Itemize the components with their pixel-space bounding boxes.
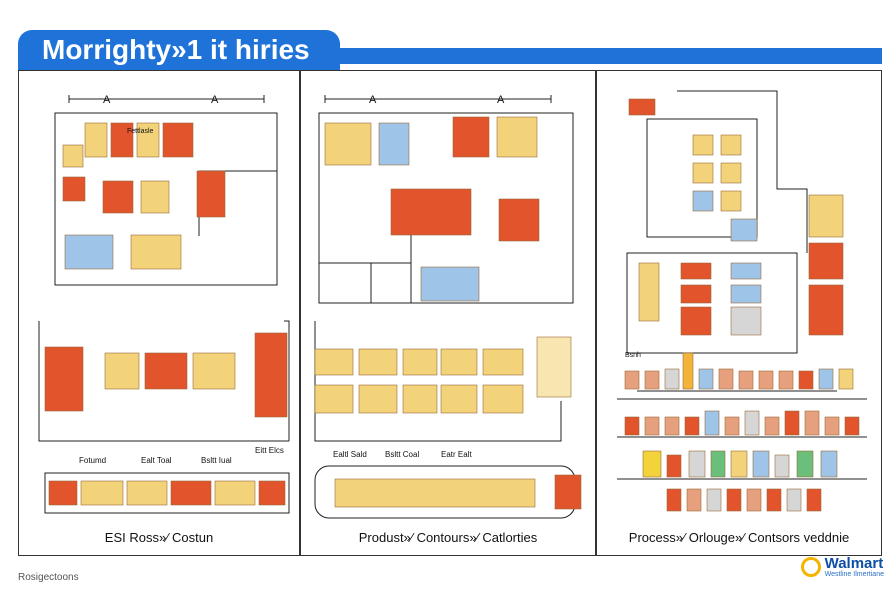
product-packages <box>628 98 844 336</box>
item-label: Ealt Toal <box>141 456 172 465</box>
item-label: Bsltt Iual <box>201 456 232 465</box>
product-packages <box>314 116 582 510</box>
header: Morrighty»1 it hiries <box>18 30 882 70</box>
top-label-a: A <box>211 94 219 106</box>
item-label: Eatr Ealt <box>441 450 472 459</box>
item-label: Fotumd <box>79 456 106 465</box>
top-label-a: A <box>497 94 505 106</box>
can-shelf-row-1 <box>624 352 854 390</box>
floor-plan-2: A A Ealtl Sald Bsltt Coal Eatr Ealt <box>314 94 582 519</box>
panel-store-plan-3: Bsnh Process»⁄ Orlouge»⁄ Contsors veddni… <box>596 70 882 556</box>
brand-logo: Walmart Westline Ilmertiane <box>800 555 884 578</box>
floor-plan-1: A A Fettlasle Fotumd Ealt Toal Bsltt Iua… <box>38 94 290 514</box>
can-shelf-row-4 <box>666 488 822 512</box>
panel-store-plan-1: A A Fettlasle Fotumd Ealt Toal Bsltt Iua… <box>18 70 300 556</box>
panel-caption: ESI Ross»⁄ Costun <box>104 530 214 545</box>
panel-caption: Produst»⁄ Contours»⁄ Catlorties <box>358 530 538 545</box>
product-packages <box>44 122 288 506</box>
item-label: Eitt Elcs <box>255 446 284 455</box>
logo-name: Walmart <box>824 555 884 572</box>
top-label-a: A <box>103 94 111 106</box>
top-label-a: A <box>369 94 377 106</box>
spark-icon <box>800 557 821 577</box>
item-label: Fettlasle <box>127 128 154 135</box>
header-bar <box>318 48 882 64</box>
can-shelf-row-3 <box>642 450 838 478</box>
footer-note: Rosigectoons <box>18 572 79 583</box>
floor-plan-3: Bsnh <box>617 90 867 512</box>
item-label: Ealtl Sald <box>333 450 367 459</box>
item-label: Bsnh <box>625 352 641 359</box>
logo-subtitle: Westline Ilmertiane <box>824 571 884 578</box>
item-label: Bsltt Coal <box>385 450 419 459</box>
can-shelf-row-2 <box>624 410 860 436</box>
panel-caption: Process»⁄ Orlouge»⁄ Contsors veddnie <box>628 530 850 545</box>
panel-store-plan-2: A A Ealtl Sald Bsltt Coal Eatr Ealt Prod… <box>300 70 596 556</box>
page-title: Morrighty»1 it hiries <box>18 30 340 70</box>
